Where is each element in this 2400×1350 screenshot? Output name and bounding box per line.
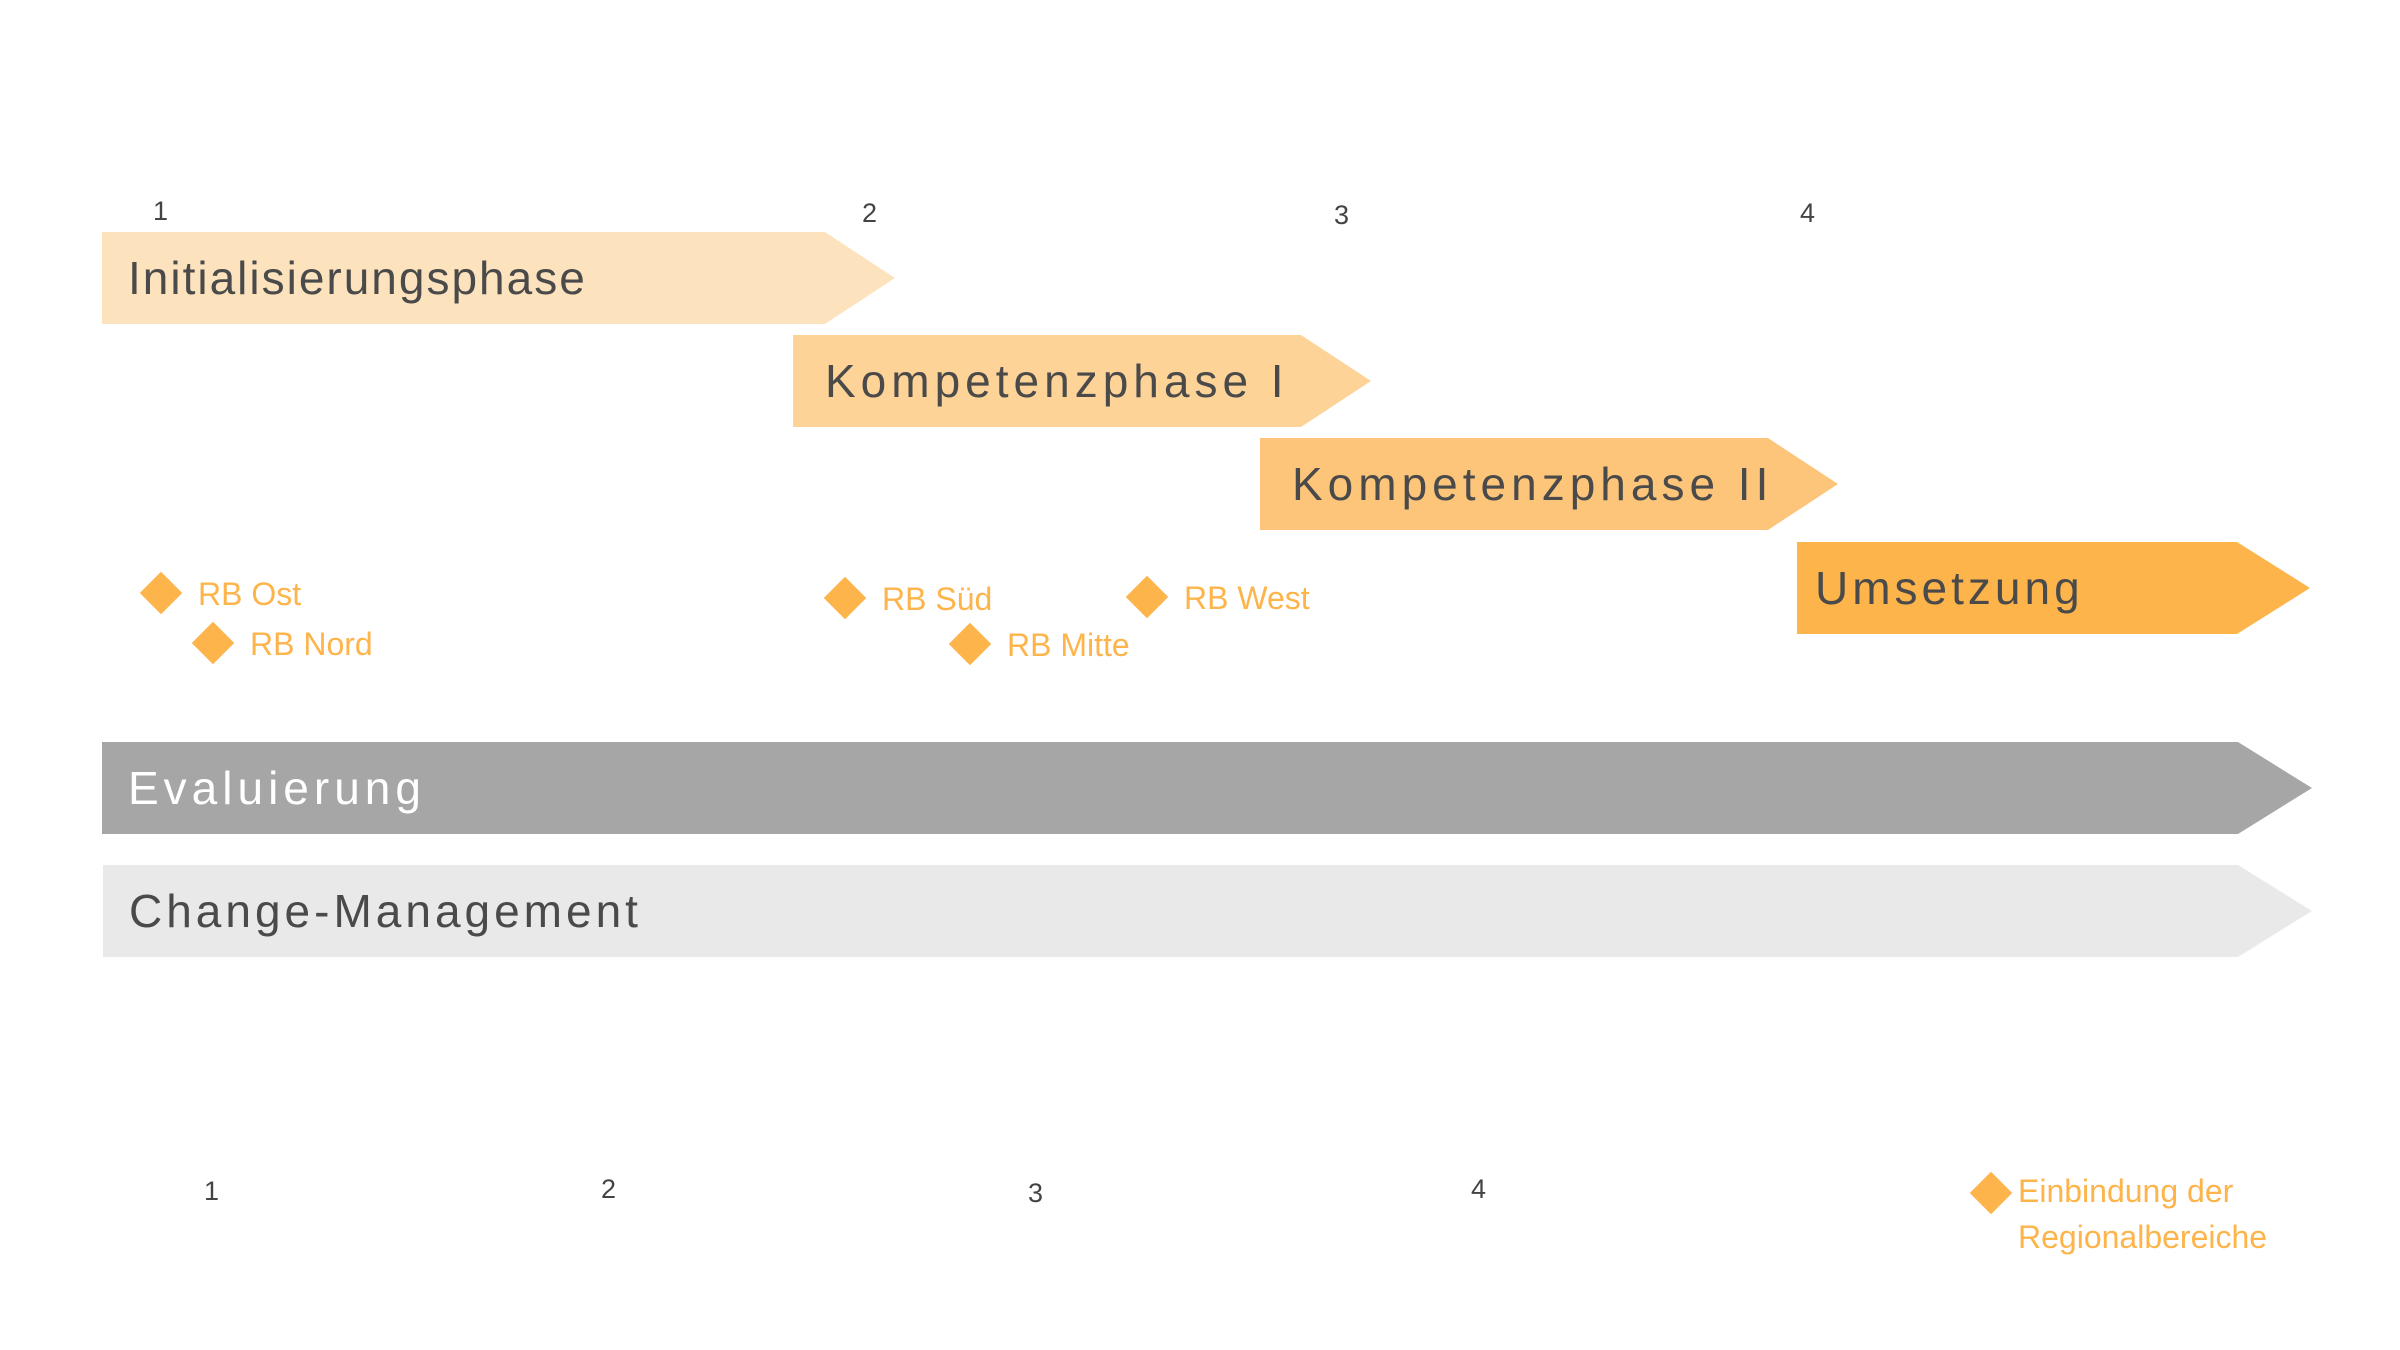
arrow-shape — [102, 742, 2312, 834]
bottom-tick-1: 1 — [204, 1176, 220, 1206]
diamond-icon — [1125, 575, 1169, 619]
top-tick-4: 4 — [1800, 198, 1816, 228]
track-label-evaluierung: Evaluierung — [128, 762, 426, 814]
top-tick-3: 3 — [1334, 200, 1350, 230]
legend: Einbindung der Regionalbereiche — [1968, 1168, 2388, 1268]
arrow-polygon — [793, 335, 1371, 427]
phase-label-kompetenz-2: Kompetenzphase II — [1292, 458, 1774, 510]
diamond-icon — [191, 621, 235, 665]
milestone-label: RB Süd — [882, 581, 993, 617]
milestone-label: RB West — [1184, 580, 1310, 616]
legend-label: Einbindung der Regionalbereiche — [2018, 1173, 2268, 1255]
top-tick-1: 1 — [153, 196, 169, 226]
track-arrow-evaluierung: Evaluierung — [102, 742, 2312, 834]
diamond-icon — [823, 576, 867, 620]
track-label-change-management: Change-Management — [129, 885, 642, 937]
top-tick-2: 2 — [862, 198, 878, 228]
track-arrow-change-management: Change-Management — [103, 865, 2312, 957]
arrow-polygon — [1260, 438, 1838, 530]
phase-arrow-kompetenz-1: Kompetenzphase I — [793, 335, 1371, 427]
diamond-icon — [948, 622, 992, 666]
arrow-polygon — [103, 865, 2312, 957]
arrow-polygon — [1797, 542, 2310, 634]
arrow-shape — [1797, 542, 2310, 634]
arrow-shape — [793, 335, 1371, 427]
diamond-icon — [1969, 1171, 2013, 1215]
arrow-shape — [1260, 438, 1838, 530]
phase-arrow-initialisierung: Initialisierungsphase — [102, 232, 895, 324]
bottom-tick-3: 3 — [1028, 1178, 1044, 1208]
milestone-label: RB Ost — [198, 576, 302, 612]
phase-label-umsetzung: Umsetzung — [1815, 562, 2084, 614]
arrow-polygon — [102, 232, 895, 324]
phase-label-kompetenz-1: Kompetenzphase I — [825, 355, 1289, 407]
phase-arrow-kompetenz-2: Kompetenzphase II — [1260, 438, 1838, 530]
phase-label-initialisierung: Initialisierungsphase — [128, 252, 587, 304]
bottom-tick-2: 2 — [601, 1174, 617, 1204]
milestone-label: RB Nord — [250, 626, 373, 662]
diamond-icon — [139, 571, 183, 615]
milestone-label: RB Mitte — [1007, 627, 1130, 663]
arrow-polygon — [102, 742, 2312, 834]
arrow-shape — [103, 865, 2312, 957]
bottom-tick-4: 4 — [1471, 1174, 1487, 1204]
arrow-shape — [102, 232, 895, 324]
phase-arrow-umsetzung: Umsetzung — [1797, 542, 2310, 634]
